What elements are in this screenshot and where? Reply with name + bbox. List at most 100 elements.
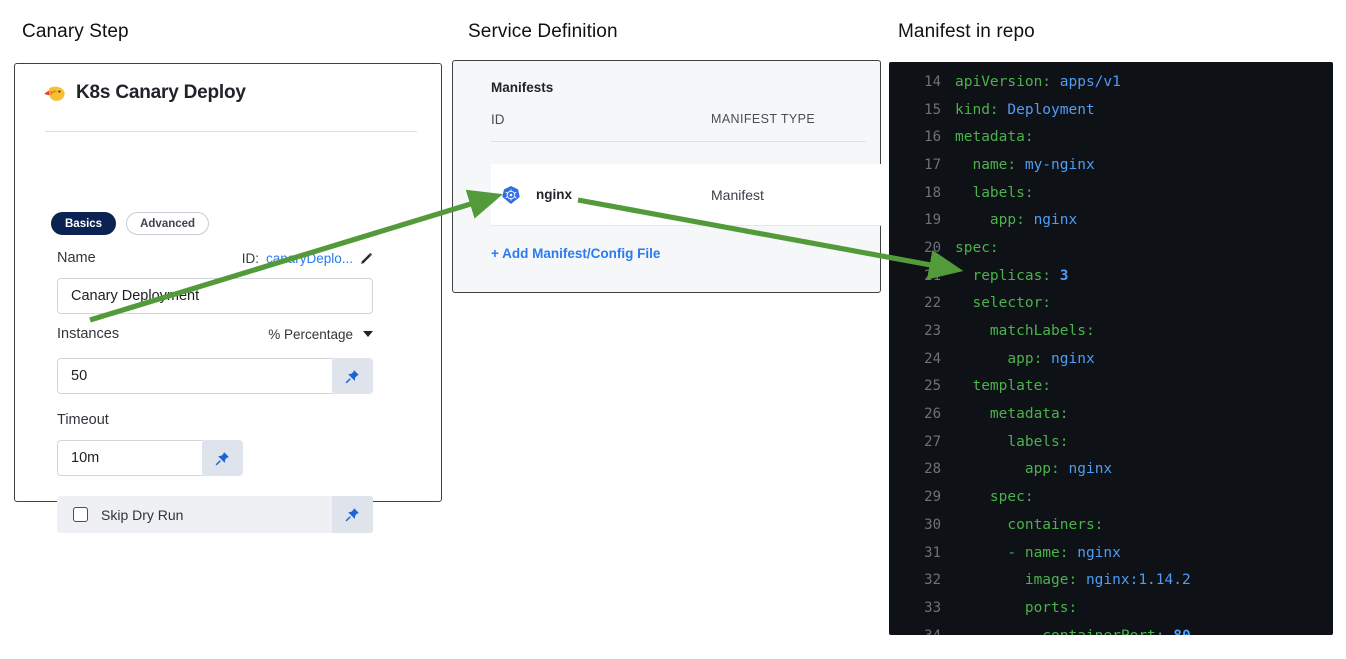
code-line-text: app: nginx <box>955 461 1113 478</box>
code-line-number: 16 <box>924 129 941 146</box>
code-line-number: 29 <box>924 489 941 506</box>
name-input[interactable]: Canary Deployment <box>57 278 373 314</box>
code-value: nginx <box>1051 350 1095 367</box>
code-line-number: 34 <box>889 628 955 635</box>
code-line-text: apiVersion: apps/v1 <box>955 73 1121 90</box>
instances-input[interactable]: 50 <box>57 358 336 394</box>
instances-input-wrapper: 50 <box>57 358 373 394</box>
code-line-number: 18 <box>924 184 941 201</box>
code-line: 18 labels: <box>889 179 1333 207</box>
code-line: 21 replicas: 3 <box>889 262 1333 290</box>
code-line-text: metadata: <box>955 406 1069 423</box>
chevron-down-icon[interactable] <box>363 331 373 337</box>
name-input-wrapper: Canary Deployment <box>57 278 373 314</box>
canary-step-title: K8s Canary Deploy <box>76 82 246 103</box>
timeout-input[interactable]: 10m <box>57 440 206 476</box>
code-line: 17 name: my-nginx <box>889 151 1333 179</box>
skip-dry-run-pin-button[interactable] <box>332 496 373 533</box>
header-divider <box>45 131 417 132</box>
column-header-manifest-type: MANIFEST TYPE <box>711 112 816 126</box>
code-line-text: ports: <box>955 599 1078 616</box>
code-line: 26 metadata: <box>889 400 1333 428</box>
code-line-text: - name: nginx <box>955 544 1121 561</box>
code-line-text: kind: Deployment <box>955 101 1095 118</box>
tab-pill-group: Basics Advanced <box>51 212 210 235</box>
code-line-text: containers: <box>955 516 1104 533</box>
table-header-divider <box>491 141 866 142</box>
tab-basics[interactable]: Basics <box>51 212 117 235</box>
section-title-manifest-in-repo: Manifest in repo <box>898 21 1035 42</box>
section-title-service-definition: Service Definition <box>468 21 618 42</box>
instances-unit-dropdown[interactable]: % Percentage <box>268 327 373 342</box>
code-line: 15 kind: Deployment <box>889 96 1333 124</box>
code-value: nginx <box>1077 544 1121 561</box>
code-value: apps/v1 <box>1059 73 1121 90</box>
code-line-number: 21 <box>924 267 941 284</box>
code-line: 16 metadata: <box>889 123 1333 151</box>
skip-dry-run-checkbox[interactable] <box>73 507 88 522</box>
code-line-number: 15 <box>924 101 941 118</box>
code-value: 80 <box>1173 628 1190 635</box>
section-title-canary-step: Canary Step <box>22 21 129 42</box>
code-line: 27 labels: <box>889 428 1333 456</box>
code-line: 32 image: nginx:1.14.2 <box>889 566 1333 594</box>
code-value: Deployment <box>1007 101 1095 118</box>
code-value: nginx <box>1033 212 1078 229</box>
code-line: 14 apiVersion: apps/v1 <box>889 68 1333 96</box>
code-line-number: 17 <box>924 156 941 173</box>
instances-field-header: Instances % Percentage <box>57 326 373 342</box>
name-field-header: Name ID: canaryDeplo... <box>57 250 373 266</box>
code-line-text: labels: <box>955 433 1069 450</box>
step-id-block[interactable]: ID: canaryDeplo... <box>242 251 373 266</box>
code-line: 29 spec: <box>889 483 1333 511</box>
code-line-number: 20 <box>924 239 941 256</box>
manifest-type-cell: Manifest <box>711 186 764 203</box>
code-line-number: 19 <box>924 212 941 229</box>
code-line-number: 26 <box>924 406 941 423</box>
code-line-number: 14 <box>924 73 941 90</box>
code-line-text: app: nginx <box>955 350 1095 367</box>
skip-dry-run-label: Skip Dry Run <box>101 506 184 523</box>
step-id-value[interactable]: canaryDeplo... <box>265 250 353 266</box>
code-line: 30 containers: <box>889 511 1333 539</box>
code-line-text: app: nginx <box>955 212 1078 229</box>
code-line-text: matchLabels: <box>955 323 1095 340</box>
code-line-text: metadata: <box>955 129 1034 146</box>
code-line-text: image: nginx:1.14.2 <box>955 572 1191 589</box>
timeout-pin-button[interactable] <box>202 440 243 476</box>
code-line: 19 app: nginx <box>889 206 1333 234</box>
pin-icon <box>345 369 360 384</box>
code-line-number: 30 <box>924 516 941 533</box>
code-line-text: name: my-nginx <box>955 156 1095 173</box>
kubernetes-icon <box>491 185 521 205</box>
timeout-field-header: Timeout <box>57 412 373 428</box>
pencil-icon[interactable] <box>360 252 373 265</box>
canary-step-card: K8s Canary Deploy Basics Advanced Name I… <box>14 63 442 533</box>
table-row[interactable]: nginx Manifest <box>491 164 882 226</box>
code-line: 28 app: nginx <box>889 456 1333 484</box>
code-line-number: 22 <box>924 295 941 312</box>
canary-bird-icon <box>43 84 66 103</box>
pin-icon <box>345 507 360 522</box>
code-value: 3 <box>1059 267 1069 284</box>
pin-icon <box>215 451 230 466</box>
instances-pin-button[interactable] <box>332 358 373 394</box>
code-line-number: 23 <box>924 323 941 340</box>
tab-advanced[interactable]: Advanced <box>126 212 210 235</box>
add-manifest-config-file-link[interactable]: + Add Manifest/Config File <box>491 246 661 261</box>
code-line-number: 31 <box>924 544 941 561</box>
code-line: 24 app: nginx <box>889 345 1333 373</box>
instances-unit-label: % Percentage <box>268 326 353 342</box>
code-line-text: selector: <box>955 295 1052 312</box>
skip-dry-run-row: Skip Dry Run <box>57 496 373 533</box>
code-line-text: spec: <box>955 489 1034 506</box>
manifests-heading: Manifests <box>491 80 554 95</box>
service-definition-card: Manifests ID MANIFEST TYPE nginx Manifes… <box>452 60 882 293</box>
canary-step-header: K8s Canary Deploy <box>43 82 246 104</box>
code-value: my-nginx <box>1024 156 1095 173</box>
step-id-label: ID: <box>241 250 259 266</box>
